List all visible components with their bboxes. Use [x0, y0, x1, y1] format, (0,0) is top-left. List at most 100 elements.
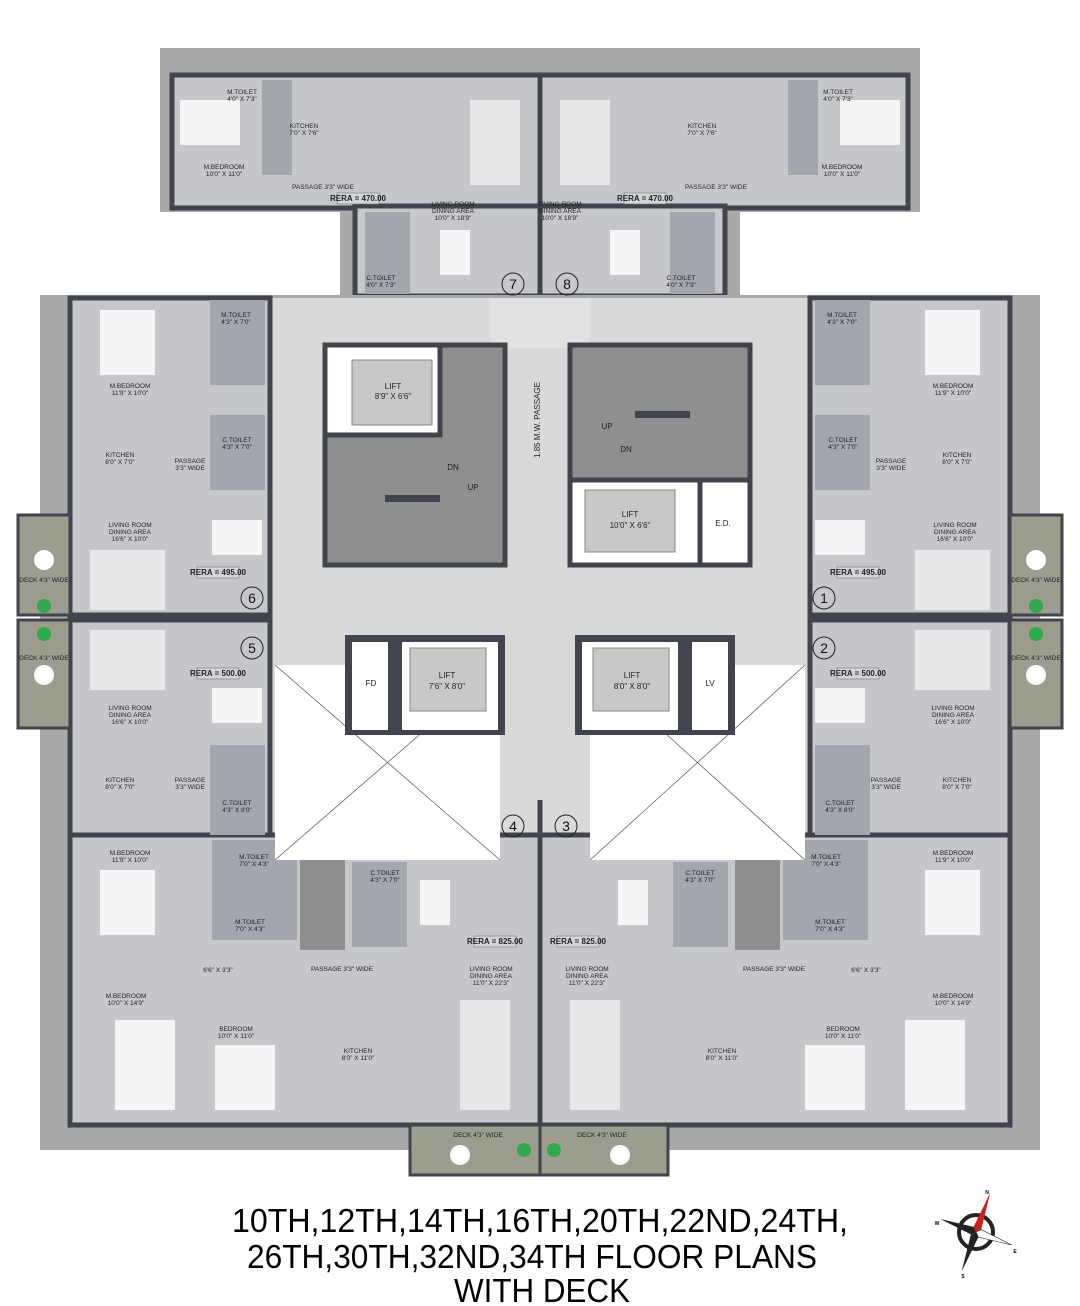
- kitchen-size: 8'0" X 7'0": [105, 784, 135, 791]
- bedroom-size: 10'0" X 11'0": [825, 1033, 862, 1040]
- rera-badge: [556, 935, 600, 948]
- c-toilet-label: C.TOILET: [222, 800, 251, 807]
- lift-vent: [692, 642, 728, 730]
- passage-label: PASSAGE 3'3" WIDE: [743, 966, 806, 973]
- unit-floors: [67, 295, 1013, 1128]
- m-bedroom-label: M.BEDROOM: [933, 993, 974, 1000]
- passage-label: 1.85 M.W. PASSAGE: [533, 382, 542, 458]
- c-toilet-size: 4'3" X 7'0": [685, 877, 715, 884]
- rera-area: RERA = 500.00: [190, 669, 247, 678]
- m-toilet-2-label: M.TOILET: [235, 919, 265, 926]
- rera-badge: [623, 192, 667, 205]
- u6-rug: [90, 550, 165, 610]
- m-bedroom-label: M.BEDROOM: [933, 383, 974, 390]
- fire-duct-label: FD: [366, 679, 377, 688]
- m-toilet-label: M.TOILET: [239, 854, 269, 861]
- living-room-label: LIVING ROOM: [538, 201, 581, 208]
- compass-south: S: [961, 1274, 965, 1280]
- u3-rug: [570, 1000, 620, 1110]
- c-toilet-size: 4'0" X 7'3": [366, 282, 396, 289]
- title-line-2: 26TH,30TH,32ND,34TH FLOOR PLANS: [247, 1238, 817, 1275]
- m-bedroom-size: 11'9" X 10'0": [112, 390, 149, 397]
- dining-area-label: DINING AREA: [566, 973, 609, 980]
- m-bedroom-label: M.BEDROOM: [204, 164, 245, 171]
- compass-north: N: [985, 1190, 989, 1196]
- u1-rug: [915, 550, 990, 610]
- kitchen-size: 8'0" X 7'0": [105, 459, 135, 466]
- deck-table: [34, 665, 54, 685]
- kitchen-label: KITCHEN: [688, 123, 717, 130]
- u3-deck: [538, 1123, 670, 1177]
- c-toilet-size: 4'3" X 8'0": [222, 807, 252, 814]
- kitchen-label: KITCHEN: [943, 452, 972, 459]
- u4-duct: [300, 860, 345, 950]
- stair-up-label: UP: [601, 422, 612, 431]
- rera-area: RERA = 825.00: [550, 937, 607, 946]
- kitchen-label: KITCHEN: [290, 123, 319, 130]
- compass-icon: [940, 1192, 1012, 1272]
- c-toilet-size: 4'3" X 8'0": [825, 807, 855, 814]
- deck-table: [610, 1145, 630, 1165]
- c-toilet-size: 4'3" X 7'0": [370, 877, 400, 884]
- m-bedroom-size: 10'0" X 11'0": [206, 171, 243, 178]
- u8-bed: [840, 100, 900, 145]
- living-room-label: LIVING ROOM: [933, 522, 976, 529]
- u2-bed: [925, 870, 980, 935]
- m-bedroom-size: 10'0" X 14'9": [108, 1000, 145, 1007]
- m-bedroom-label: M.BEDROOM: [933, 850, 974, 857]
- stair-down-label: DN: [620, 445, 632, 454]
- u7-dining-table: [440, 230, 470, 275]
- core: [274, 298, 806, 1125]
- u7-rug: [470, 100, 520, 185]
- living-room-label: LIVING ROOM: [431, 201, 474, 208]
- stair-up-label: UP: [467, 483, 478, 492]
- deck-label: DECK 4'3" WIDE: [19, 655, 69, 662]
- u3-m-bed: [905, 1020, 965, 1110]
- title-line-3: WITH DECK: [454, 1272, 630, 1306]
- rera-area: RERA = 495.00: [830, 568, 887, 577]
- u3-bed: [805, 1045, 865, 1110]
- unit-number-circle: [501, 814, 525, 838]
- passage-size: 3'3" WIDE: [871, 784, 901, 791]
- lift-a-car: [351, 359, 433, 426]
- u5-c-toilet-area: [210, 745, 265, 835]
- lift-vent-label: LV: [705, 679, 715, 688]
- m-toilet-label: M.TOILET: [811, 854, 841, 861]
- m-toilet-size: 7'0" X 4'3": [239, 861, 269, 868]
- rera-area: RERA = 825.00: [467, 937, 524, 946]
- u3-c-toilet-area: [673, 862, 728, 947]
- m-toilet-label: M.TOILET: [221, 312, 251, 319]
- passage-label: PASSAGE 3'3" WIDE: [685, 184, 748, 191]
- decks: [16, 513, 1064, 1177]
- bedroom-size: 10'0" X 11'0": [218, 1033, 255, 1040]
- rera-area: RERA = 470.00: [330, 194, 387, 203]
- c-toilet-label: C.TOILET: [685, 870, 714, 877]
- passage-label: PASSAGE: [175, 458, 206, 465]
- m-toilet-2-size: 7'0" X 4'3": [815, 926, 845, 933]
- fire-duct: [352, 642, 388, 730]
- c-toilet-label: C.TOILET: [222, 437, 251, 444]
- living-room-size: 11'0" X 22'3": [473, 980, 510, 987]
- kitchen-size: 8'0" X 11'0": [342, 1055, 375, 1062]
- deck-label: DECK 4'3" WIDE: [1011, 655, 1061, 662]
- u4-dining-table: [420, 880, 450, 925]
- unit-number: 4: [509, 818, 517, 834]
- rera-badge: [473, 935, 517, 948]
- m-toilet-label: M.TOILET: [823, 89, 853, 96]
- u1-bed: [925, 310, 980, 375]
- c-toilet-size: 4'0" X 7'3": [666, 282, 696, 289]
- compass-west: W: [935, 1221, 940, 1227]
- plant-icon: [37, 599, 51, 613]
- stair-down-label: DN: [447, 463, 459, 472]
- unit-number-circle: [555, 272, 579, 296]
- u4-rug: [460, 1000, 510, 1110]
- m-toilet-size: 7'0" X 4'3": [811, 861, 841, 868]
- m-bedroom-size: 10'0" X 11'0": [824, 171, 861, 178]
- lobby-size: 6'6" X 3'3": [203, 967, 233, 974]
- lift-d-label: LIFT: [624, 671, 641, 680]
- u8-dining-table: [610, 230, 640, 275]
- m-toilet-label: M.TOILET: [827, 312, 857, 319]
